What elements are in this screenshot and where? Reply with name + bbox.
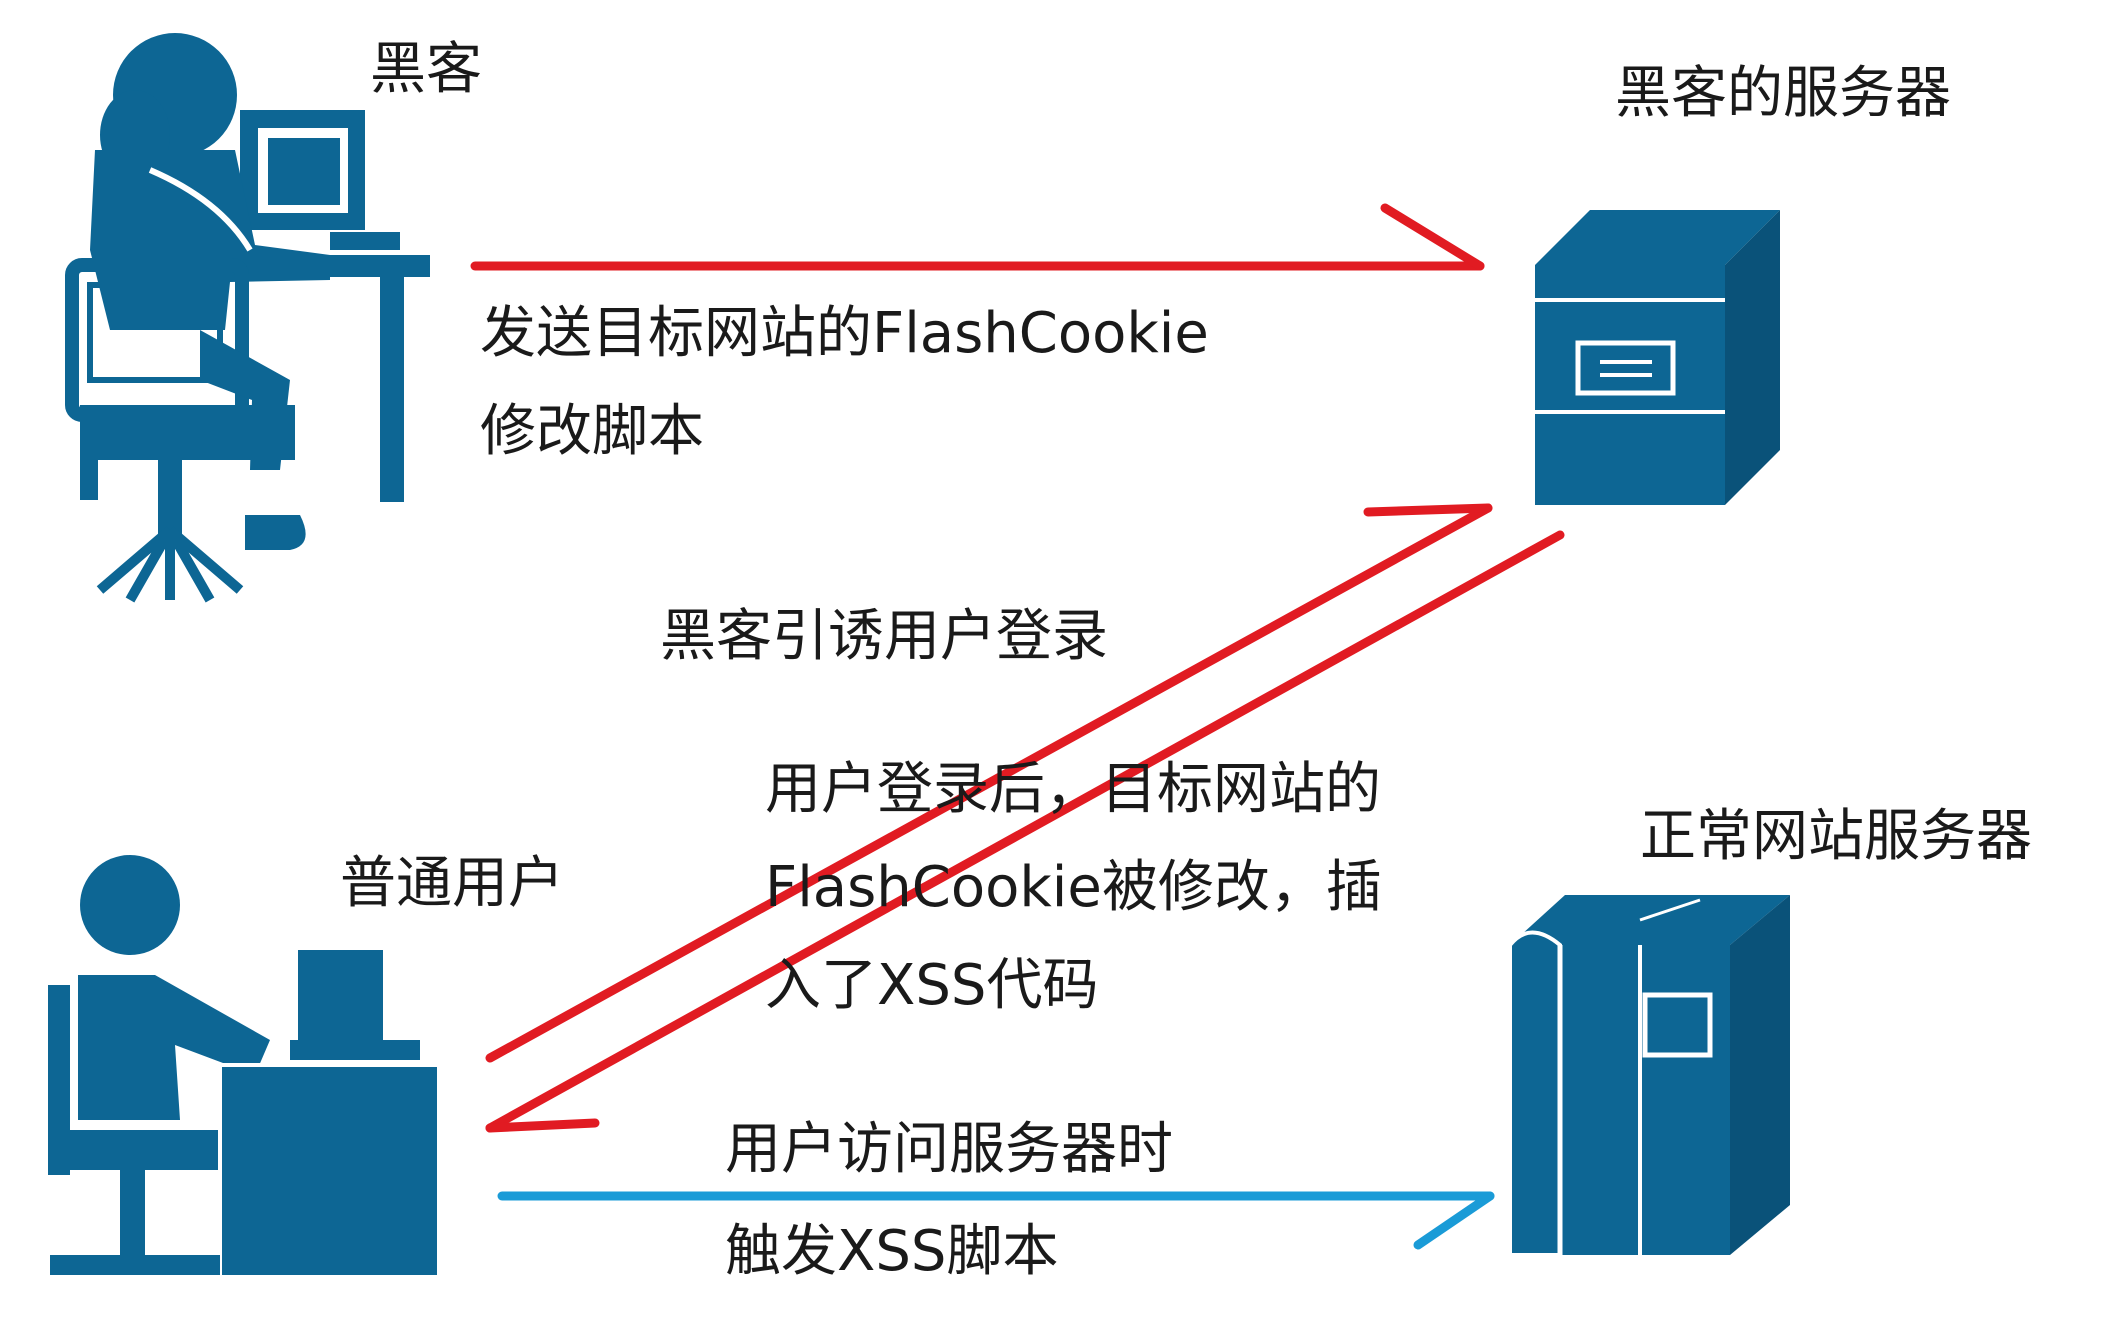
normal-server-label: 正常网站服务器	[1640, 804, 2032, 869]
normal-server-icon	[1508, 895, 1790, 1257]
lure-login-label: 黑客引诱用户登录	[660, 604, 1108, 669]
user-label: 普通用户	[340, 851, 564, 916]
arrow-hacker-server-to-user	[485, 530, 1565, 1133]
cookie-modified-label-line1: 用户登录后，目标网站的	[765, 757, 1381, 822]
cookie-modified-label-line3: 入了XSS代码	[765, 953, 1098, 1018]
trigger-xss-label-line2: 触发XSS脚本	[725, 1219, 1058, 1284]
arrow-user-to-normal-server	[497, 1191, 1495, 1250]
user-icon	[48, 855, 437, 1275]
hacker-label: 黑客	[370, 37, 482, 102]
hacker-server-label: 黑客的服务器	[1615, 61, 1951, 126]
arrow-hacker-to-server	[470, 203, 1485, 271]
cookie-modified-label-line2: FlashCookie被修改，插	[765, 855, 1382, 920]
hacker-server-icon	[1535, 210, 1780, 505]
send-script-label-line1: 发送目标网站的FlashCookie	[480, 301, 1209, 366]
trigger-xss-label-line1: 用户访问服务器时	[725, 1117, 1173, 1182]
arrow-user-to-hacker-server	[485, 503, 1493, 1063]
send-script-label-line2: 修改脚本	[480, 399, 704, 464]
hacker-icon	[65, 33, 430, 603]
